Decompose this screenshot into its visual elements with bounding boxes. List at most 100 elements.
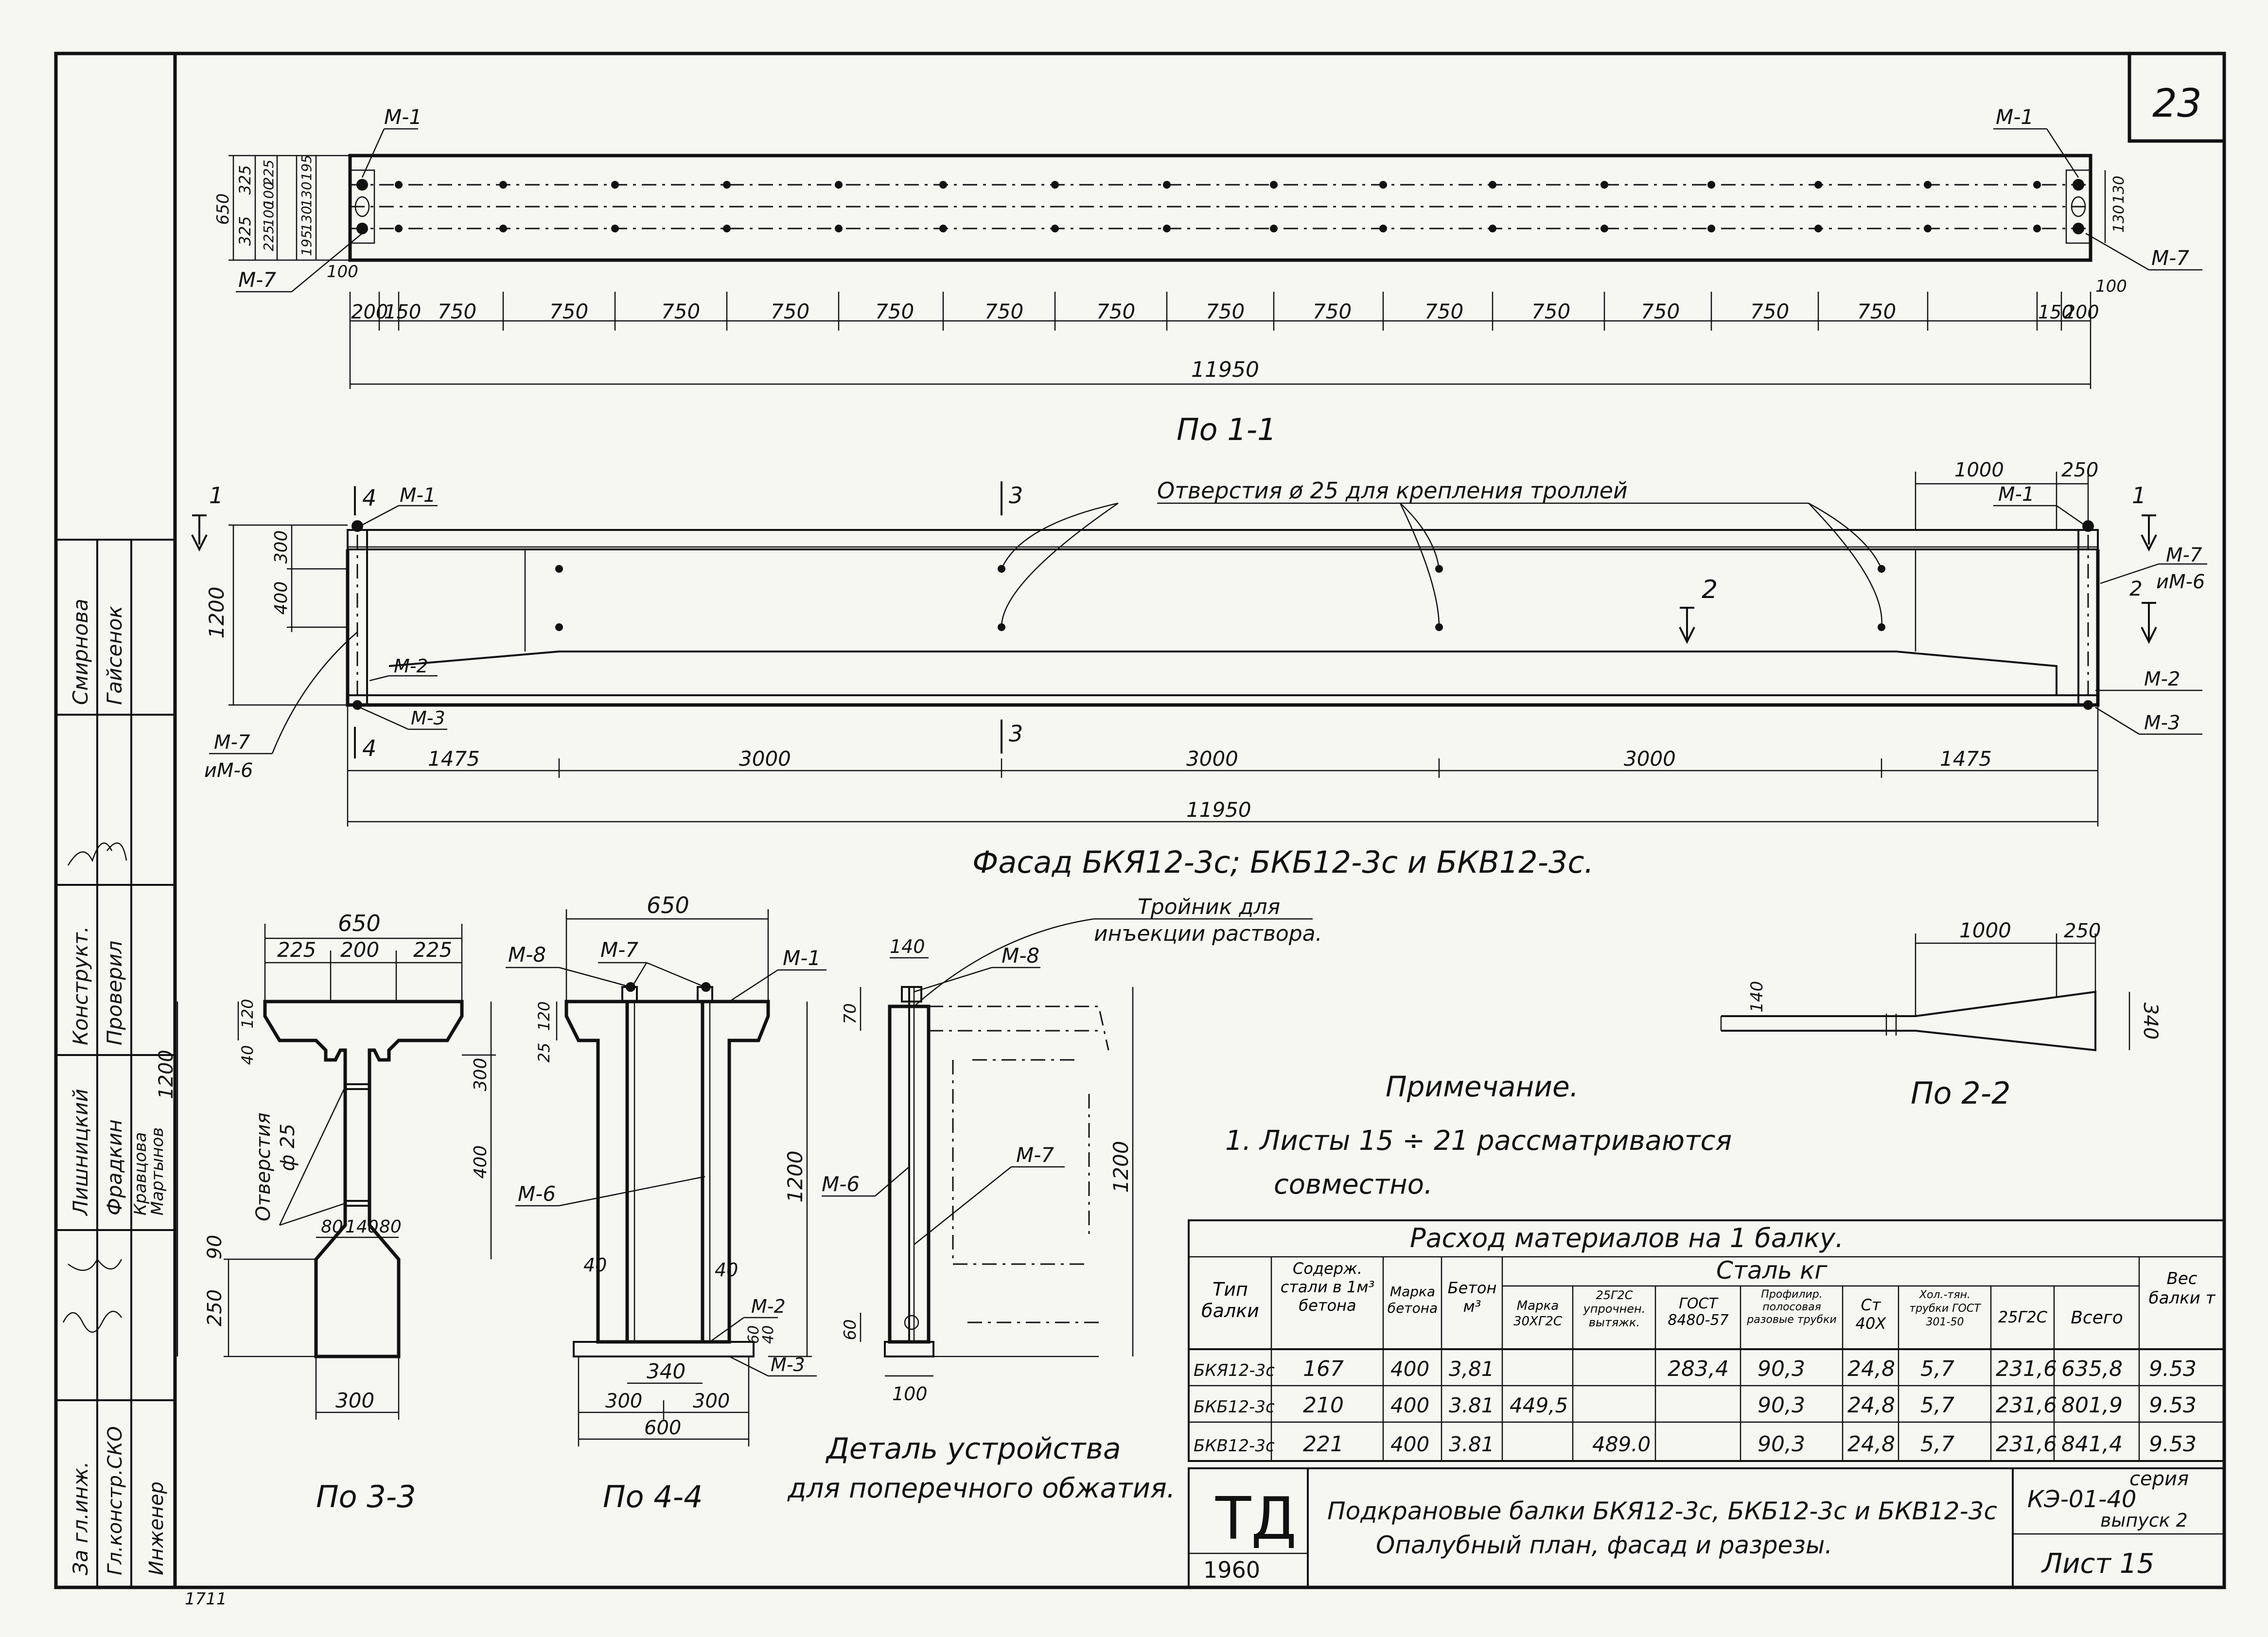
detail-title-1: Деталь устройства [825, 1432, 1121, 1466]
footer-mark: 1711 [185, 1589, 227, 1609]
sig-name-lipnitsky: Лишницкий [69, 1089, 92, 1216]
s44-mark-m8: М-8 [508, 943, 546, 967]
header-steel-content: Содерж. стали в 1м³ бетона [1280, 1259, 1375, 1315]
cell-concrete-grade: 400 [1390, 1432, 1429, 1456]
cell-25g2s: 231,6 [1996, 1393, 2057, 1418]
section-3-3: 650 225 200 225 40 120 250 90 300 400 12… [155, 910, 496, 1514]
s33-bottom-80a: 80 [321, 1217, 343, 1237]
table-row: БКВ12-3с 221 400 3.81 489.0 90,3 24,8 5,… [1194, 1432, 2197, 1457]
plan-space-750-3: 750 [661, 299, 700, 323]
s44-left-25: 25 [535, 1043, 553, 1063]
s33-bottom-80b: 80 [379, 1217, 402, 1237]
plan-title: По 1-1 [1177, 412, 1277, 447]
s33-left-250: 250 [204, 1289, 226, 1326]
title-series: КЭ-01-40 [2027, 1486, 2136, 1513]
cell-weight: 9.53 [2149, 1356, 2197, 1381]
facade-dim-250: 250 [2061, 459, 2098, 481]
facade-section-1-left: 1 [209, 482, 223, 509]
plan-dim-195b: 195 [299, 155, 315, 180]
cell-25g2s-hardened: 489.0 [1592, 1432, 1651, 1456]
s33-left-40: 40 [238, 1045, 257, 1065]
cell-st40x: 24,8 [1847, 1356, 1895, 1381]
header-grade-30hg2s: Марка 30ХГ2С [1513, 1299, 1563, 1329]
s44-mark-m1: М-1 [783, 946, 821, 970]
cell-tubes: 5,7 [1920, 1432, 1954, 1457]
header-concrete-grade: Марка бетона [1387, 1284, 1438, 1316]
plan-space-750-5: 750 [875, 299, 914, 323]
s33-title: По 3-3 [316, 1479, 416, 1514]
facade-section-3-top: 3 [1009, 482, 1023, 509]
table-row: БКЯ12-3с 167 400 3,81 283,4 90,3 24,8 5,… [1194, 1356, 2197, 1381]
plan-dim-130-right-a: 130 [2110, 205, 2127, 232]
cell-profiled: 90,3 [1758, 1393, 1805, 1418]
sig-role-engineer: Инженер [145, 1481, 168, 1575]
plan-dim-650: 650 [213, 194, 233, 225]
s44-right-40: 40 [760, 1325, 777, 1344]
signature-scribble [62, 1258, 123, 1333]
table-caption: Расход материалов на 1 балку. [1410, 1223, 1844, 1253]
note-line1: 1. Листы 15 ÷ 21 рассматриваются [1225, 1125, 1732, 1157]
plan-dim-100b: 100 [261, 181, 277, 207]
cell-concrete-grade: 400 [1390, 1393, 1429, 1417]
header-25g2s: 25Г2С [1998, 1308, 2048, 1326]
cell-concrete-volume: 3.81 [1449, 1432, 1494, 1456]
facade-dim-1200: 1200 [205, 587, 229, 639]
header-gost-8480: ГОСТ 8480-57 [1668, 1295, 1729, 1329]
s44-bottom-300a: 300 [605, 1390, 642, 1412]
detail-dim-100: 100 [892, 1383, 928, 1405]
cell-total: 635,8 [2061, 1356, 2123, 1381]
detail-dim-70: 70 [841, 1003, 860, 1024]
header-profiled-strip: Профилир. полосовая разовые трубки [1747, 1288, 1837, 1326]
plan-mark-m1-left: М-1 [384, 105, 422, 129]
header-type: Тип балки [1201, 1279, 1259, 1321]
plan-space-750-14: 750 [1857, 299, 1896, 323]
cell-steel-content: 167 [1303, 1356, 1344, 1381]
s44-inner-40a: 40 [583, 1254, 607, 1276]
s33-height-1200: 1200 [155, 1050, 177, 1099]
facade-mark-m7-left: М-7 [214, 731, 250, 754]
sig-name-kravtsova: Кравцова [131, 1132, 150, 1215]
header-concrete-volume: Бетон м³ [1447, 1279, 1497, 1316]
s33-holes-dia: ф 25 [277, 1124, 299, 1171]
facade-section-3-bottom: 3 [1009, 721, 1023, 747]
s22-dim-250: 250 [2064, 920, 2101, 942]
facade-mark-m3-right: М-3 [2144, 712, 2180, 734]
table-steel-group: Сталь кг [1716, 1256, 1828, 1285]
cell-st40x: 24,8 [1847, 1432, 1895, 1457]
s44-title: По 4-4 [603, 1479, 703, 1514]
cell-total: 801,9 [2061, 1393, 2123, 1418]
facade-mark-m1-right: М-1 [1998, 483, 2034, 506]
s22-dim-340: 340 [2139, 1003, 2162, 1039]
s22-dim-140: 140 [1747, 981, 1767, 1013]
facade-mark-m6-right: иМ-6 [2156, 571, 2205, 593]
signature-scribble [67, 842, 127, 866]
s44-bottom-340: 340 [647, 1359, 686, 1383]
sig-role-deputy: За гл.инж. [69, 1461, 92, 1575]
facade-title: Фасад БКЯ12-3с; БКБ12-3с и БКВ12-3с. [972, 845, 1594, 880]
cell-weight: 9.53 [2149, 1393, 2197, 1418]
cell-steel-content: 210 [1303, 1393, 1344, 1418]
plan-space-200-right: 200 [2064, 301, 2099, 323]
s22-dim-1000: 1000 [1959, 918, 2011, 942]
facade-section-2-right: 2 [2129, 577, 2143, 600]
plan-hole-dots [395, 181, 2041, 232]
plan-space-750-7: 750 [1096, 299, 1135, 323]
plan-mark-m7-right: М-7 [2151, 246, 2189, 270]
plan-space-750-2: 750 [549, 299, 588, 323]
plan-space-750-8: 750 [1206, 299, 1245, 323]
cell-concrete-grade: 400 [1390, 1357, 1429, 1381]
s33-top-part-3: 225 [413, 938, 452, 962]
title-year: 1960 [1203, 1557, 1260, 1583]
plan-dim-225b: 225 [261, 159, 277, 185]
detail-tee-line2: инъекции раствора. [1094, 921, 1322, 946]
facade-section-2-mid: 2 [1702, 575, 1718, 604]
note-line2: совместно. [1274, 1169, 1433, 1200]
cell-st40x: 24,8 [1847, 1393, 1895, 1418]
plan-dim-130a: 130 [299, 206, 315, 231]
sheet-number-box: 23 [2127, 53, 2224, 143]
cell-tubes: 5,7 [1920, 1356, 1954, 1381]
signature-strip: За гл.инж. Гл.констр.СКО Инженер Лишницк… [56, 539, 175, 1587]
facade-dim-1000: 1000 [1954, 459, 2004, 481]
cell-tubes: 5,7 [1920, 1393, 1954, 1418]
